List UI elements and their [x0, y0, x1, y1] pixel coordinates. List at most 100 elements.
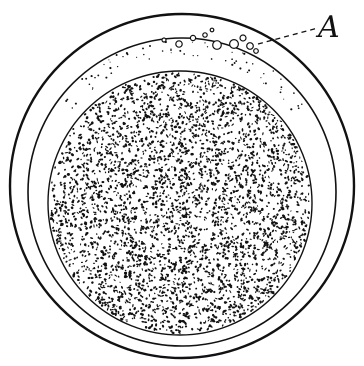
- yolk-granule: [247, 247, 250, 249]
- yolk-granule: [253, 235, 256, 237]
- yolk-granule: [287, 176, 289, 179]
- yolk-granule: [248, 196, 252, 200]
- yolk-granule: [138, 262, 141, 265]
- yolk-granule: [121, 264, 124, 267]
- yolk-granule: [99, 210, 101, 213]
- band-dot: [162, 50, 164, 52]
- yolk-granule: [179, 217, 181, 219]
- yolk-granule: [268, 269, 271, 272]
- yolk-granule: [154, 292, 156, 294]
- yolk-granule: [135, 140, 138, 143]
- band-dot: [280, 91, 282, 93]
- yolk-granule: [86, 159, 90, 160]
- yolk-granule: [116, 194, 117, 196]
- yolk-granule: [172, 82, 176, 85]
- yolk-granule: [253, 129, 257, 133]
- yolk-granule: [124, 134, 128, 137]
- yolk-granule: [85, 215, 89, 218]
- yolk-granule: [268, 182, 270, 184]
- yolk-granule: [217, 235, 219, 237]
- yolk-granule: [289, 267, 292, 269]
- yolk-granule: [113, 216, 115, 218]
- yolk-granule: [75, 173, 79, 177]
- yolk-granule: [252, 179, 255, 181]
- yolk-granule: [202, 254, 204, 256]
- yolk-granule: [179, 171, 181, 173]
- yolk-granule: [185, 143, 187, 145]
- yolk-granule: [92, 207, 95, 209]
- yolk-granule: [104, 272, 108, 275]
- yolk-granule: [183, 91, 186, 93]
- yolk-granule: [78, 269, 80, 271]
- yolk-granule: [247, 267, 250, 270]
- yolk-granule: [143, 318, 146, 320]
- yolk-granule: [214, 198, 217, 201]
- yolk-granule: [160, 322, 162, 324]
- yolk-granule: [278, 261, 279, 264]
- yolk-granule: [232, 319, 235, 323]
- yolk-granule: [238, 195, 241, 198]
- yolk-granule: [101, 265, 103, 267]
- yolk-granule: [221, 200, 224, 203]
- yolk-granule: [130, 126, 133, 128]
- band-dot: [89, 84, 91, 86]
- yolk-granule: [89, 270, 92, 271]
- yolk-granule: [133, 135, 136, 138]
- yolk-granule: [179, 138, 182, 141]
- yolk-granule: [182, 289, 184, 292]
- yolk-granule: [174, 137, 177, 140]
- band-dot: [231, 64, 233, 66]
- yolk-granule: [138, 111, 141, 114]
- yolk-granule: [166, 200, 168, 202]
- band-dot: [109, 67, 111, 69]
- yolk-granule: [201, 155, 204, 158]
- yolk-granule: [301, 185, 304, 188]
- yolk-granule: [92, 194, 93, 196]
- yolk-granule: [101, 296, 103, 298]
- yolk-granule: [128, 149, 132, 153]
- yolk-granule: [248, 155, 249, 156]
- yolk-granule: [242, 251, 244, 254]
- yolk-granule: [219, 223, 222, 226]
- yolk-granule: [119, 196, 121, 199]
- yolk-granule: [222, 159, 224, 161]
- yolk-granule: [272, 137, 274, 139]
- band-dot: [171, 52, 172, 53]
- yolk-granule: [98, 266, 100, 269]
- yolk-granule: [192, 251, 195, 255]
- yolk-granule: [221, 269, 224, 272]
- yolk-granule: [112, 139, 114, 142]
- yolk-granule: [204, 270, 208, 272]
- yolk-granule: [271, 229, 274, 232]
- yolk-granule: [126, 321, 128, 323]
- yolk-granule: [181, 241, 185, 245]
- yolk-granule: [85, 259, 88, 262]
- yolk-granule: [262, 174, 264, 177]
- yolk-granule: [253, 237, 255, 240]
- yolk-granule: [149, 131, 151, 134]
- yolk-granule: [191, 126, 194, 129]
- yolk-granule: [152, 76, 155, 78]
- yolk-granule: [308, 193, 309, 196]
- yolk-granule: [269, 257, 271, 260]
- band-dot: [232, 52, 233, 53]
- yolk-granule: [243, 279, 245, 282]
- yolk-granule: [194, 85, 196, 87]
- yolk-granule: [183, 281, 185, 283]
- yolk-granule: [160, 103, 162, 105]
- yolk-granule: [234, 104, 237, 108]
- band-dot: [136, 57, 137, 58]
- yolk-granule: [102, 138, 104, 141]
- yolk-granule: [137, 279, 140, 282]
- yolk-granule: [132, 169, 134, 171]
- yolk-granule: [170, 262, 172, 264]
- yolk-granule: [93, 263, 95, 264]
- yolk-granule: [116, 225, 119, 227]
- yolk-granule: [158, 98, 162, 102]
- yolk-granule: [239, 201, 240, 203]
- yolk-granule: [153, 149, 156, 152]
- yolk-granule: [117, 192, 119, 195]
- yolk-granule: [272, 207, 275, 210]
- yolk-granule: [142, 247, 144, 249]
- yolk-granule: [274, 122, 277, 126]
